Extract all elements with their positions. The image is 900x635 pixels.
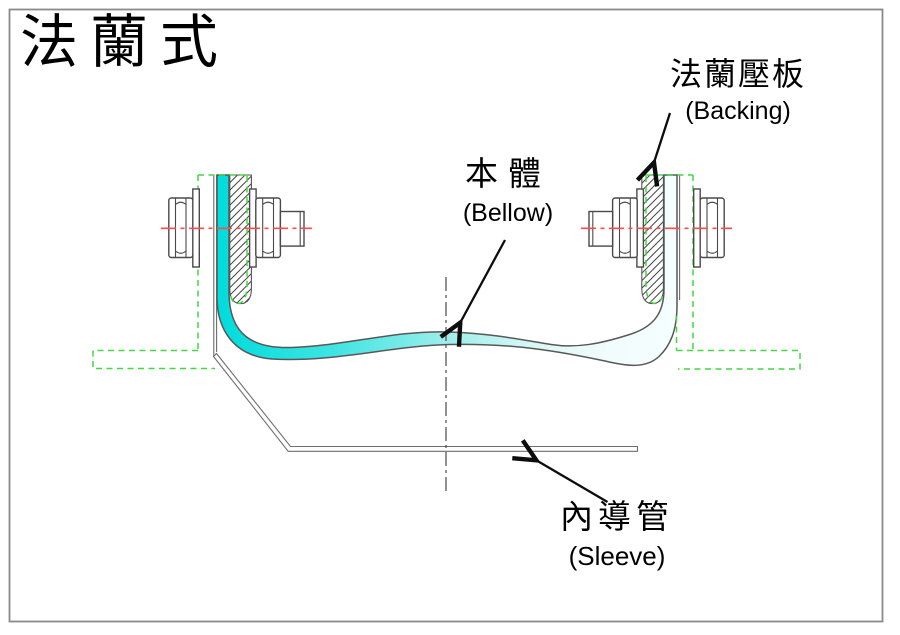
annotation-arrows: [460, 112, 672, 503]
label-bellow-zh: 本體: [465, 157, 551, 193]
flange-phantom-left: [92, 349, 215, 370]
sleeve-shape: [212, 352, 639, 452]
label-backing-zh: 法蘭壓板: [669, 56, 806, 92]
sleeve-arrow: [535, 460, 609, 503]
label-bellow-en: (Bellow): [462, 199, 554, 227]
flange-face-left: [213, 175, 218, 357]
page-border: [8, 8, 884, 623]
label-backing: 法蘭壓板 (Backing): [645, 52, 831, 126]
backing-plate-left: [229, 174, 252, 305]
label-sleeve-zh: 內導管: [560, 500, 674, 536]
flange-phantom-right: [676, 349, 801, 370]
bellow-arrow: [460, 239, 507, 324]
page-title: 法蘭式: [20, 10, 231, 75]
label-sleeve: 內導管 (Sleeve): [527, 495, 707, 572]
backing-arrow: [654, 112, 672, 164]
label-bellow: 本體 (Bellow): [418, 153, 598, 229]
label-backing-en: (Backing): [685, 97, 791, 125]
backing-plate-right: [641, 174, 664, 305]
label-sleeve-en: (Sleeve): [568, 541, 666, 571]
